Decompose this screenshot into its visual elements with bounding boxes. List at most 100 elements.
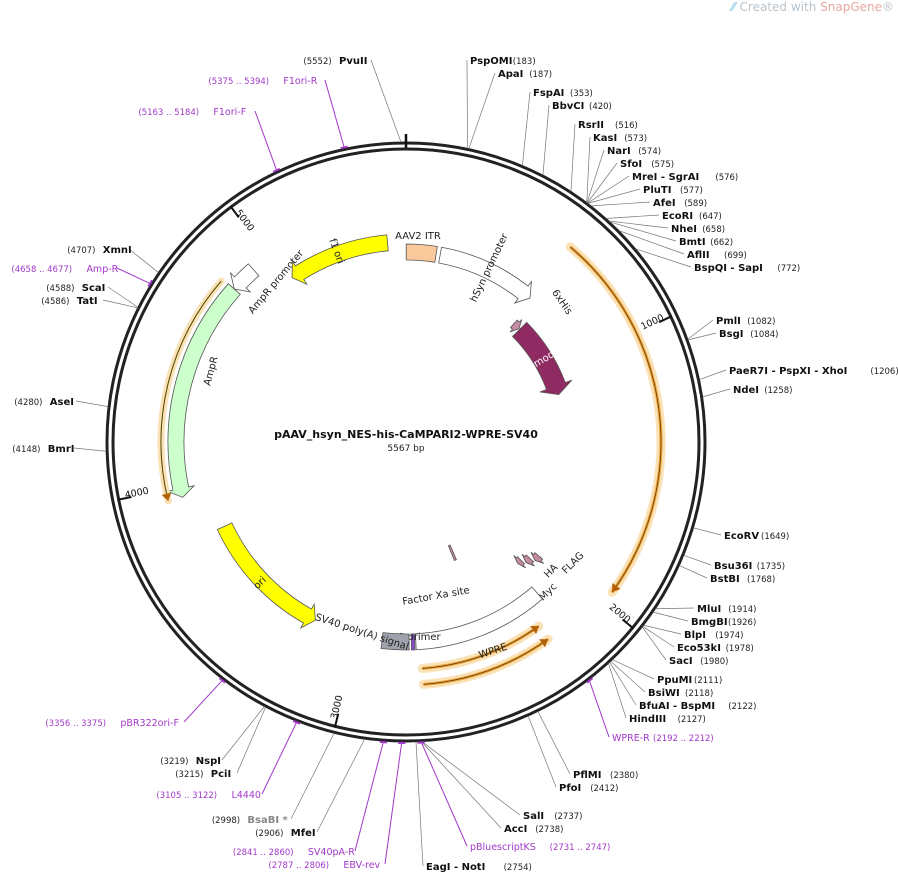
site-paer7i-pspxi-xhoi[interactable]: PaeR7I - PspXI - XhoI(1206) (729, 366, 898, 377)
site-pmli[interactable]: PmlI(1082) (716, 316, 775, 327)
label-name: PluTI (643, 185, 671, 196)
site-bsabi[interactable]: BsaBI *(2998) (212, 815, 289, 826)
site-bsgi[interactable]: BsgI(1084) (719, 329, 778, 340)
feature-ampr-green[interactable] (157, 277, 225, 505)
primer-f1ori-r[interactable]: F1ori-R(5375 .. 5394) (208, 76, 317, 87)
primer-pbluescriptks[interactable]: pBluescriptKS(2731 .. 2747) (470, 842, 610, 853)
label-position: (5375 .. 5394) (208, 77, 269, 87)
site-saci[interactable]: SacI(1980) (669, 656, 728, 667)
site-pflmi[interactable]: PflMI(2380) (573, 770, 638, 781)
label-name: AccI (504, 824, 527, 835)
site-mlui[interactable]: MluI(1914) (697, 604, 756, 615)
site-bsu36i[interactable]: Bsu36I(1735) (714, 561, 785, 572)
label-name: BsgI (719, 329, 743, 340)
site-eco53ki[interactable]: Eco53kI(1978) (677, 643, 754, 654)
feature-arrowhead (161, 492, 172, 501)
label-position: (4148) (12, 445, 40, 455)
site-nhei[interactable]: NheI(658) (671, 224, 725, 235)
site-mrei-sgrai[interactable]: MreI - SgrAI(576) (632, 172, 738, 183)
site-ecori[interactable]: EcoRI(647) (662, 211, 722, 222)
site-ppumi[interactable]: PpuMI(2111) (657, 675, 722, 686)
site-pspomi[interactable]: PspOMI(183) (470, 56, 536, 67)
primer-f1ori-f[interactable]: F1ori-F(5163 .. 5184) (138, 107, 246, 118)
site-fspai[interactable]: FspAI(353) (533, 88, 593, 99)
site-bspqi-sapi[interactable]: BspQI - SapI(772) (694, 263, 800, 274)
primer-sv40pa-r[interactable]: SV40pA-R(2841 .. 2860) (233, 847, 355, 858)
site-tati[interactable]: TatI(4586) (41, 296, 97, 307)
site-apai[interactable]: ApaI(187) (498, 69, 552, 80)
site-nari[interactable]: NarI(574) (607, 146, 661, 157)
site-rsrii[interactable]: RsrII(516) (578, 120, 638, 131)
site-sali[interactable]: SalI(2737) (523, 811, 582, 822)
snapgene-logo-icon: ⁄⁄ (731, 0, 740, 14)
feature-campari2-mid[interactable] (418, 634, 553, 689)
site-xmni[interactable]: XmnI(4707) (67, 245, 132, 256)
site-bmti[interactable]: BmtI(662) (679, 237, 733, 248)
feature-hsyn-promoter[interactable]: hSyn promoter (438, 231, 532, 304)
site-scai[interactable]: ScaI(4588) (46, 283, 105, 294)
site-pluti[interactable]: PluTI(577) (643, 185, 703, 196)
site-pcii[interactable]: PciI(3215) (175, 769, 231, 780)
leader-line (655, 607, 695, 610)
label-name: BsaBI * (247, 815, 288, 826)
site-blpi[interactable]: BlpI(1974) (684, 630, 743, 641)
feature-calmodulin[interactable]: calmodulin (511, 321, 573, 395)
leader-line (608, 220, 669, 229)
feature-shape (530, 551, 544, 564)
site-pfoi[interactable]: PfoI(2412) (559, 783, 618, 794)
tick-label: 5000 (233, 208, 256, 234)
feature-ori[interactable]: ori (216, 522, 316, 629)
primer-pbr322ori-f[interactable]: pBR322ori-F(3356 .. 3375) (45, 718, 179, 729)
site-nspi[interactable]: NspI(3219) (160, 756, 221, 767)
feature-ampr-promoter[interactable]: AmpR promoter (229, 248, 307, 317)
site-asei[interactable]: AseI(4280) (14, 397, 74, 408)
leader-line (421, 741, 521, 816)
feature-shape (438, 246, 532, 304)
site-bmri[interactable]: BmrI(4148) (12, 444, 74, 455)
snapgene-watermark: ⁄⁄ Created with SnapGene® (731, 0, 894, 14)
feature-aav2-itr[interactable]: AAV2 ITR (395, 231, 441, 263)
site-acci[interactable]: AccI(2738) (504, 824, 563, 835)
leader-lines (73, 59, 731, 867)
site-hindiii[interactable]: HindIII(2127) (629, 714, 706, 725)
primer-wpre-r[interactable]: WPRE-R(2192 .. 2212) (612, 733, 714, 744)
site-sfoi[interactable]: SfoI(575) (620, 159, 674, 170)
site-bfuai-bspmi[interactable]: BfuAI - BspMI(2122) (639, 701, 756, 712)
primer-l4440[interactable]: L4440(3105 .. 3122) (156, 790, 261, 801)
feature-arrowhead (530, 625, 539, 635)
label-position: (2127) (678, 715, 706, 725)
site-aflii[interactable]: AflII(699) (687, 250, 747, 261)
site-ecorv[interactable]: EcoRV(1649) (724, 531, 789, 542)
feature-f1-ori[interactable]: f1 ori (291, 234, 389, 286)
site-kasi[interactable]: KasI(573) (593, 133, 647, 144)
site-afei[interactable]: AfeI(589) (653, 198, 707, 209)
feature-flag[interactable]: FLAG (530, 550, 587, 576)
feature-campari2-outer[interactable] (565, 242, 666, 597)
label-position: (589) (684, 199, 707, 209)
site-eagi-noti[interactable]: EagI - NotI(2754) (426, 862, 532, 873)
label-position: (1649) (761, 532, 789, 542)
label-position: (4588) (46, 284, 74, 294)
watermark-prefix: Created with (739, 0, 821, 14)
plasmid-size: 5567 bp (387, 444, 424, 454)
label-name: PpuMI (657, 675, 692, 686)
feature-factor-xa-site[interactable]: Factor Xa site (402, 544, 471, 608)
label-position: (353) (570, 89, 593, 99)
feature-campari2-inner[interactable] (417, 621, 544, 673)
site-bsiwi[interactable]: BsiWI(2118) (648, 688, 713, 699)
primer-ebv-rev[interactable]: EBV-rev(2787 .. 2806) (268, 860, 380, 871)
label-name: BsiWI (648, 688, 680, 699)
feature-ampr[interactable]: AmpR (166, 283, 241, 498)
site-bmgbi[interactable]: BmgBI(1926) (691, 617, 756, 628)
feature-ks-primer[interactable]: KS primer (391, 632, 442, 651)
label-position: (5552) (303, 57, 331, 67)
leader-line (699, 369, 727, 380)
site-mfei[interactable]: MfeI(2906) (255, 828, 315, 839)
label-position: (2754) (504, 863, 532, 873)
site-pvuii[interactable]: PvuII(5552) (303, 56, 367, 67)
site-ndei[interactable]: NdeI(1258) (733, 385, 792, 396)
primer-amp-r[interactable]: Amp-R(4658 .. 4677) (11, 264, 118, 275)
site-bstbi[interactable]: BstBI(1768) (710, 574, 775, 585)
site-bbvci[interactable]: BbvCI(420) (552, 101, 612, 112)
